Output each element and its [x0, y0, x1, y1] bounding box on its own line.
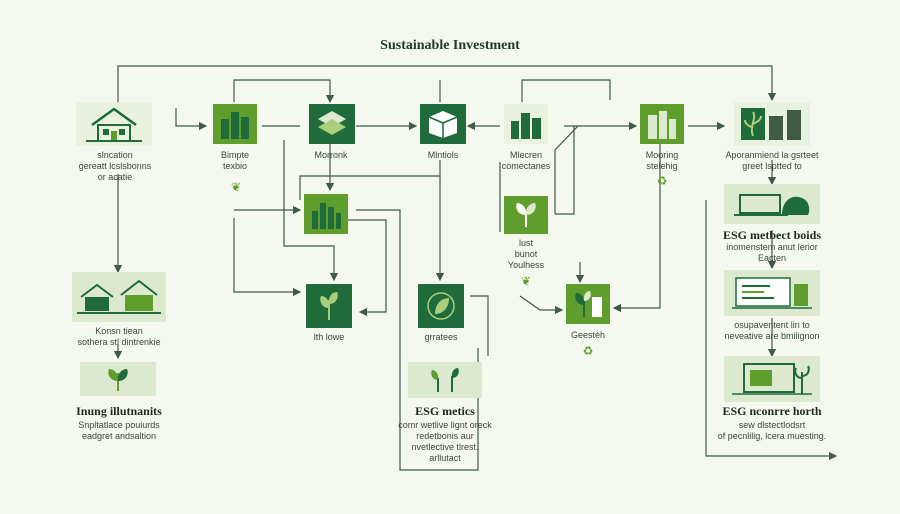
sprout-icon: ❦ — [230, 180, 242, 194]
node-esg-horth — [724, 356, 820, 402]
node-plant-city — [734, 102, 810, 146]
houses-icon — [77, 279, 161, 314]
city-icon — [511, 113, 541, 139]
layers-icon — [318, 111, 346, 135]
small-sprout-icon: ❦ — [520, 274, 532, 288]
growth-plant-icon — [575, 291, 602, 317]
label-growth: Geestéh — [570, 330, 606, 340]
node-house — [76, 102, 152, 146]
node-city — [504, 104, 548, 144]
node-leaf-left — [306, 284, 352, 328]
node-sprout — [504, 196, 548, 234]
heading-esg-horth: ESG nconrre horth — [722, 404, 822, 418]
dashboard-icon — [732, 277, 812, 309]
recycle-icon: ♻ — [656, 174, 668, 188]
heading-esg-boids: ESG metbect boids — [722, 228, 821, 242]
plant-city-icon — [741, 108, 801, 140]
monitor-plant-icon — [732, 363, 812, 395]
heading-esg-metrics: ESG metics — [415, 404, 475, 418]
leaf-icon — [320, 292, 338, 320]
node-buildings — [213, 104, 257, 144]
label-layers: Morronk — [314, 150, 348, 160]
label-box: Mlntiols — [427, 150, 459, 160]
node-plant — [80, 362, 156, 396]
recycle-small-icon: ♻ — [582, 344, 594, 358]
box-icon — [428, 111, 458, 138]
node-esg-boids — [724, 184, 820, 224]
leaf-circle-icon — [427, 292, 455, 320]
node-esg-metrics — [408, 362, 482, 398]
towers-icon — [648, 111, 676, 139]
node-box — [420, 104, 466, 144]
node-leaf-mid — [418, 284, 464, 328]
heading-left: Inung illutnanits — [76, 404, 162, 418]
node-layers — [309, 104, 355, 144]
laptop-leaves-icon — [734, 194, 810, 216]
node-growth — [566, 284, 610, 324]
node-hub — [304, 194, 348, 234]
house-icon — [86, 107, 142, 142]
node-towers — [640, 104, 684, 144]
label-leaf-left: lth lowe — [313, 332, 345, 342]
diagram-title: Sustainable Investment — [380, 38, 520, 53]
label-leaf-mid: grratees — [424, 332, 458, 342]
seedlings-icon — [431, 368, 459, 392]
node-dashboard — [724, 270, 820, 316]
chart-bars-icon — [312, 203, 341, 229]
sprout-leaves-icon — [516, 203, 536, 227]
buildings-icon — [221, 112, 249, 139]
plant-icon — [108, 369, 128, 391]
node-houses — [72, 272, 166, 322]
